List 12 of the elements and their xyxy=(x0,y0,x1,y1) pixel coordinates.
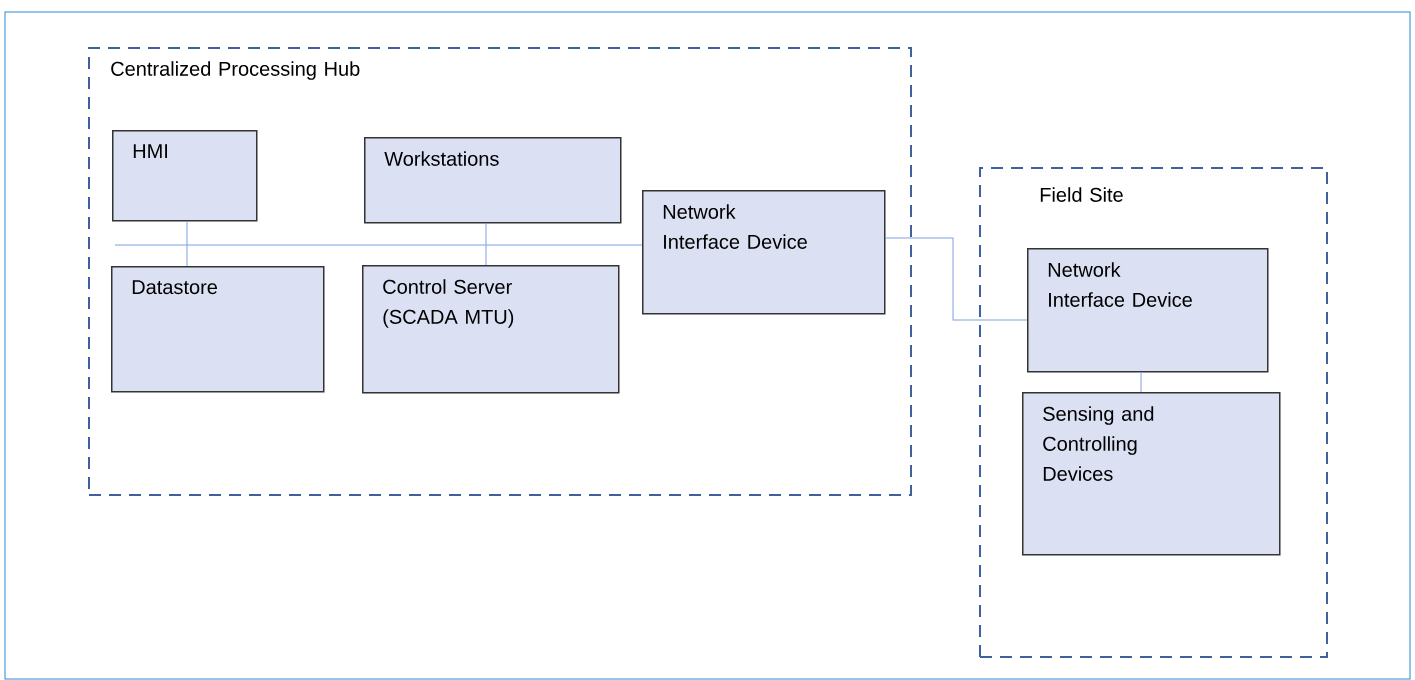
process-box: Control Server (SCADA MTU) xyxy=(362,265,620,394)
process-box: HMI xyxy=(112,130,258,222)
process-box: Sensing and Controlling Devices xyxy=(1022,392,1281,556)
process-box: Datastore xyxy=(111,266,325,393)
connector-line xyxy=(885,237,1028,321)
connector-line xyxy=(186,221,188,267)
connector-line xyxy=(114,244,643,246)
connector-line xyxy=(485,223,487,266)
process-box: Workstations xyxy=(364,137,622,224)
process-box: Network Interface Device xyxy=(1027,248,1269,373)
process-box: Network Interface Device xyxy=(642,190,886,315)
connector-line xyxy=(1140,372,1142,393)
